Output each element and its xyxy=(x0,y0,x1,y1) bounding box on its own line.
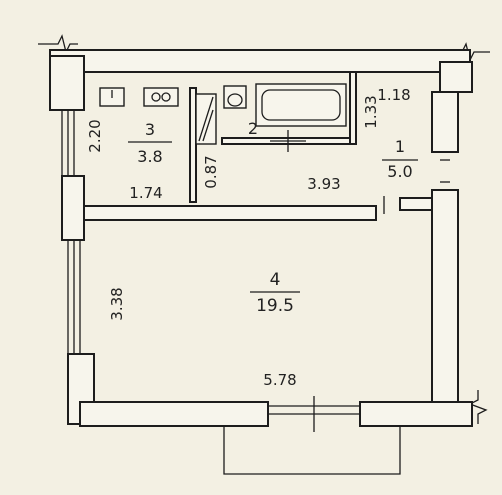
right-wall-upper xyxy=(431,91,459,153)
windows xyxy=(61,110,458,354)
room-3-number: 3 xyxy=(145,120,155,139)
room-4-number: 4 xyxy=(270,270,281,290)
bottom-wall-right xyxy=(359,401,473,427)
dim-0-87: 0.87 xyxy=(202,155,220,188)
dim-2-20: 2.20 xyxy=(86,119,104,152)
dimension-labels: 2.20 1.74 0.87 3.93 1.33 1.18 3.38 5.78 xyxy=(86,86,411,389)
bath-partition-right xyxy=(349,71,357,145)
dim-3-38: 3.38 xyxy=(108,287,126,320)
toilet-tank xyxy=(223,85,247,109)
top-wall xyxy=(49,49,471,73)
dim-3-93: 3.93 xyxy=(307,175,340,193)
room-1-number: 1 xyxy=(395,137,405,156)
room-labels: 3 3.8 2 1 5.0 4 19.5 xyxy=(128,119,418,316)
left-wall-top xyxy=(49,55,85,111)
right-wall-lower xyxy=(431,189,459,403)
dim-1-33: 1.33 xyxy=(362,95,380,128)
left-wall-middle xyxy=(61,175,85,241)
room-4-area: 19.5 xyxy=(256,296,294,316)
wc-kitchen-partition xyxy=(189,87,197,203)
dim-5-78: 5.78 xyxy=(263,371,296,389)
corridor-partition xyxy=(83,205,377,221)
exterior-walls xyxy=(49,49,473,427)
top-right-wall xyxy=(439,61,473,93)
dim-1-74: 1.74 xyxy=(129,184,162,202)
dim-1-18: 1.18 xyxy=(377,86,410,104)
bottom-wall-left xyxy=(79,401,269,427)
interior-partitions xyxy=(189,71,385,214)
balcony xyxy=(223,396,401,475)
bathtub xyxy=(255,83,347,127)
room-2-number: 2 xyxy=(248,119,258,138)
corridor-partition-right xyxy=(399,197,433,211)
stove xyxy=(143,87,179,107)
fixtures xyxy=(99,83,347,145)
room-1-area: 5.0 xyxy=(387,162,412,181)
room-3-area: 3.8 xyxy=(137,147,162,166)
